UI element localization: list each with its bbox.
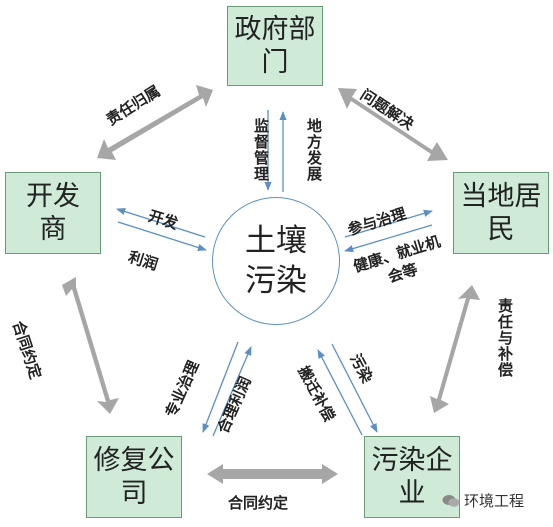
node-remediation: 修复公司: [86, 436, 182, 518]
arrow-developer-remediation: [62, 277, 119, 414]
node-developer-label: 开发商: [25, 181, 80, 245]
node-government-label: 政府部门: [234, 14, 316, 78]
node-residents: 当地居民: [453, 172, 549, 254]
label-rem-pol: 合同约定: [228, 494, 289, 512]
center-node-label: 土壤污染: [244, 223, 307, 299]
watermark-text: 环境工程: [464, 492, 525, 510]
watermark: 环境工程: [442, 490, 524, 511]
thin-arrows: [116, 110, 433, 437]
node-remediation-label: 修复公司: [93, 445, 175, 509]
arrow-remediation-polluter: [207, 464, 338, 484]
node-polluter: 污染企业: [364, 436, 460, 518]
arrow-gov-residents: [338, 88, 448, 161]
arrow-reasonable-profit: [212, 346, 252, 437]
arrow-professional: [202, 341, 239, 433]
arrow-relocation: [317, 349, 363, 436]
chat-bubble-icon: [442, 494, 460, 508]
label-local-development: 地方发展: [305, 118, 323, 182]
arrow-participate: [344, 209, 433, 238]
arrow-gov-developer: [97, 85, 213, 160]
arrow-residents-polluter: [430, 285, 480, 413]
arrow-health: [344, 224, 433, 253]
node-residents-label: 当地居民: [460, 181, 542, 245]
arrow-profit: [117, 221, 207, 251]
label-supervise: 监督管理: [252, 118, 270, 182]
arrow-pollution: [331, 343, 378, 433]
center-node: 土壤污染: [212, 197, 340, 325]
node-developer: 开发商: [5, 172, 101, 254]
node-polluter-label: 污染企业: [371, 445, 453, 509]
thick-arrows: [62, 85, 480, 484]
label-res-pol: 责任与补偿: [496, 298, 514, 378]
arrow-develop: [116, 208, 206, 238]
node-government: 政府部门: [227, 6, 323, 86]
